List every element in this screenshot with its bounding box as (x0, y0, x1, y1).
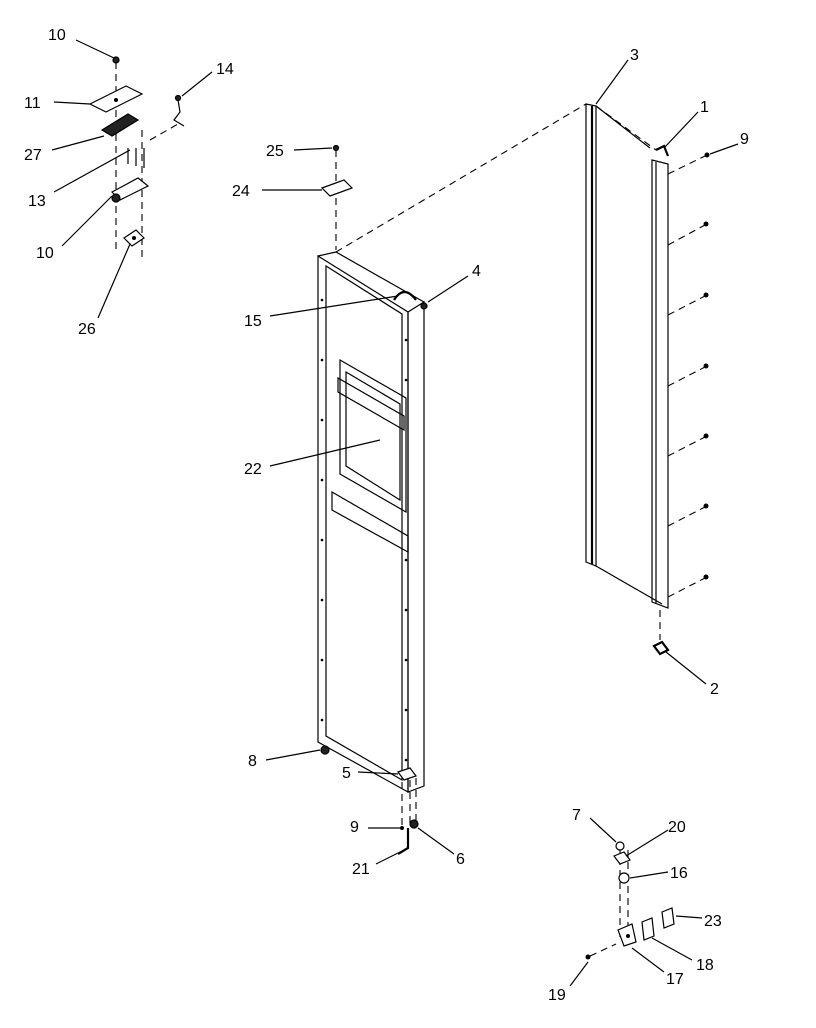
callout-2: 2 (710, 681, 719, 698)
callout-14: 14 (216, 61, 234, 78)
callout-22: 22 (244, 461, 262, 478)
door-screws (320, 298, 408, 762)
callout-5: 5 (342, 765, 351, 782)
callout-11: 11 (24, 95, 41, 112)
callout-12: 10 (48, 27, 66, 44)
callout-20: 20 (668, 819, 686, 836)
callout-25: 25 (266, 143, 284, 160)
callout-13: 13 (28, 193, 46, 210)
callout-7: 7 (572, 807, 581, 824)
door-assembly (317, 251, 428, 794)
callout-9-top: 9 (740, 131, 749, 148)
callout-24: 24 (232, 183, 250, 200)
cabinet-bottom-hinge (585, 841, 675, 960)
door-top-plate (320, 144, 354, 250)
callout-4: 4 (472, 263, 481, 280)
callout-27: 27 (24, 147, 42, 164)
callout-3: 3 (630, 47, 639, 64)
callout-23: 23 (704, 913, 722, 930)
callout-6: 6 (456, 851, 465, 868)
callout-17: 17 (666, 971, 684, 988)
callout-8: 8 (248, 753, 257, 770)
callout-19: 19 (548, 987, 566, 1004)
callout-26: 26 (78, 321, 96, 338)
top-hinge-assembly (88, 56, 185, 262)
callout-leaders (51, 39, 739, 987)
callout-15: 15 (244, 313, 262, 330)
callout-10: 10 (36, 245, 54, 262)
callout-21: 21 (352, 861, 370, 878)
cabinet-panel (335, 103, 710, 656)
callout-1: 1 (700, 99, 709, 116)
callout-labels: 10 11 27 14 13 10 26 25 24 15 4 3 1 9 22… (24, 27, 749, 1004)
strip-screws (667, 152, 710, 598)
callout-18: 18 (696, 957, 714, 974)
callout-16: 16 (670, 865, 688, 882)
door-bottom-hinge (320, 745, 419, 855)
callout-9-bottom: 9 (350, 819, 359, 836)
